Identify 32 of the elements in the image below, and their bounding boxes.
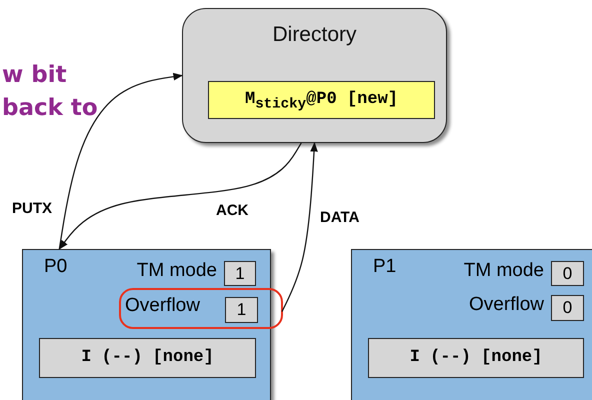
- field-label: Overflow: [469, 294, 544, 316]
- field-label: TM mode: [464, 260, 544, 282]
- value-box: [224, 261, 256, 286]
- processor-label: P1: [373, 256, 396, 278]
- cache-entry: [39, 338, 256, 378]
- entry-text: I (--) [none]: [408, 348, 544, 367]
- heading-text: w bit: [2, 62, 67, 88]
- directory-box: [182, 8, 447, 143]
- cache-entry: [368, 338, 584, 378]
- edge-label: PUTX: [12, 200, 52, 217]
- arrow: [281, 142, 318, 312]
- processor-label: P0: [44, 256, 68, 278]
- edge-label: ACK: [216, 202, 248, 219]
- directory-entry: [208, 81, 435, 119]
- arrow: [58, 72, 183, 250]
- heading-text: back to: [2, 95, 98, 121]
- value-box: [551, 295, 584, 321]
- value-text: 0: [562, 264, 574, 284]
- field-label: TM mode: [136, 260, 217, 282]
- value-text: 0: [562, 298, 574, 318]
- entry-text: I (--) [none]: [80, 348, 215, 367]
- processor-box: [351, 249, 592, 400]
- arrow: [58, 142, 302, 250]
- highlight-outline: [119, 288, 283, 329]
- value-text: 1: [236, 300, 248, 320]
- value-text: 1: [234, 264, 246, 284]
- value-box: [225, 297, 258, 323]
- value-box: [551, 261, 584, 286]
- field-label: Overflow: [125, 295, 200, 317]
- edge-label: DATA: [320, 209, 360, 226]
- entry-text: M$_{sticky}$@P0 [new]: [244, 90, 399, 112]
- directory-title: Directory: [271, 23, 358, 47]
